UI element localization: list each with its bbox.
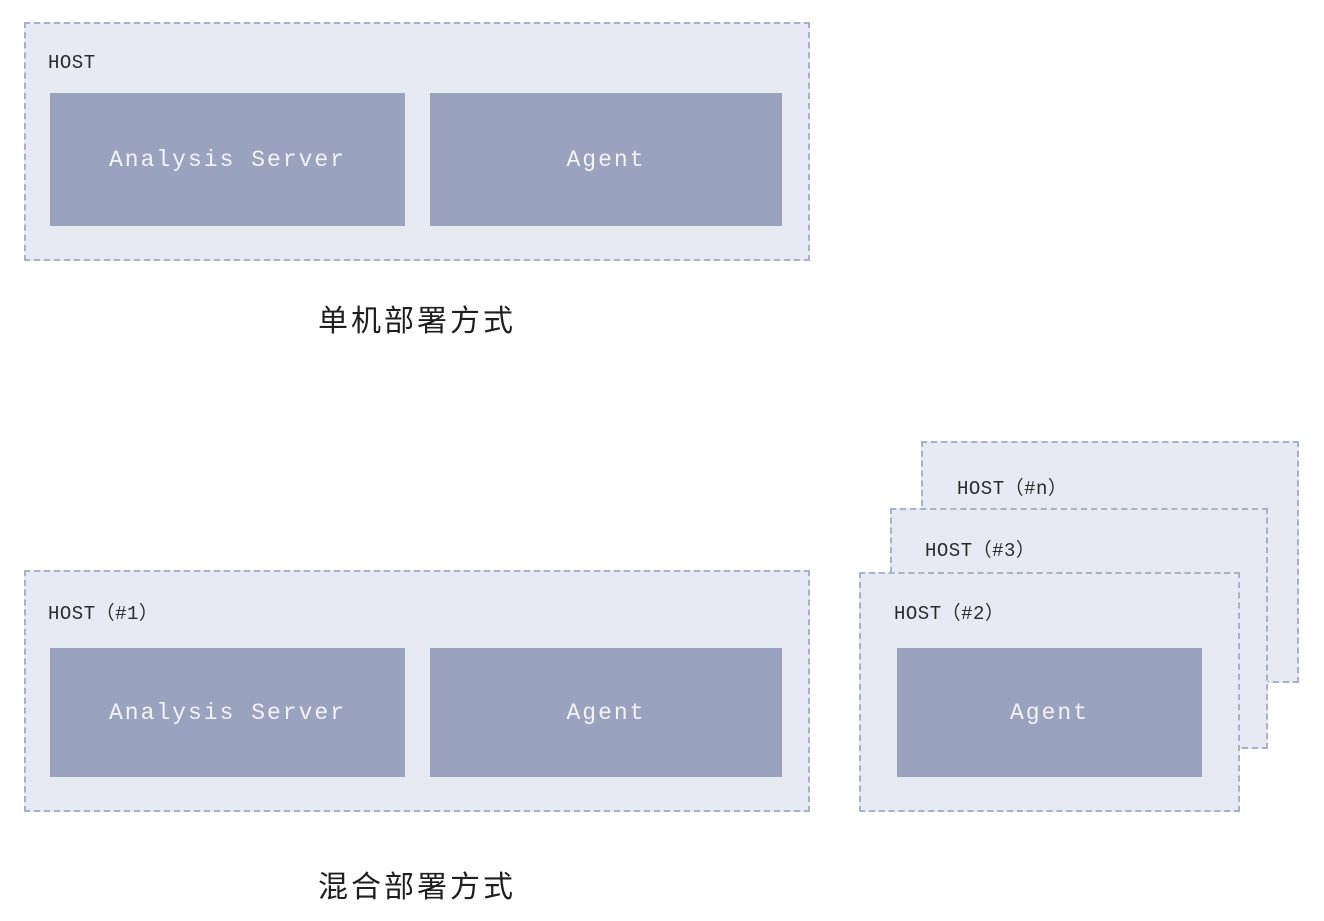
unit-box-agent-host2: Agent	[897, 648, 1202, 777]
unit-label-agent: Agent	[566, 699, 646, 726]
unit-box-analysis-server-single: Analysis Server	[50, 93, 405, 226]
unit-box-analysis-server-host1: Analysis Server	[50, 648, 405, 777]
host-label-1: HOST（#1）	[48, 603, 159, 625]
host-label-2: HOST（#2）	[894, 603, 1005, 625]
host-label-single: HOST	[48, 52, 96, 74]
host-label-3: HOST（#3）	[925, 540, 1036, 562]
unit-label-agent: Agent	[1009, 699, 1089, 726]
caption-hybrid-deployment: 混合部署方式	[318, 871, 516, 904]
unit-label-analysis-server: Analysis Server	[108, 699, 347, 726]
unit-box-agent-host1: Agent	[430, 648, 782, 777]
unit-label-analysis-server: Analysis Server	[108, 146, 347, 173]
unit-label-agent: Agent	[566, 146, 646, 173]
unit-box-agent-single: Agent	[430, 93, 782, 226]
host-label-n: HOST（#n）	[957, 478, 1068, 500]
caption-single-machine-deployment: 单机部署方式	[318, 305, 516, 338]
